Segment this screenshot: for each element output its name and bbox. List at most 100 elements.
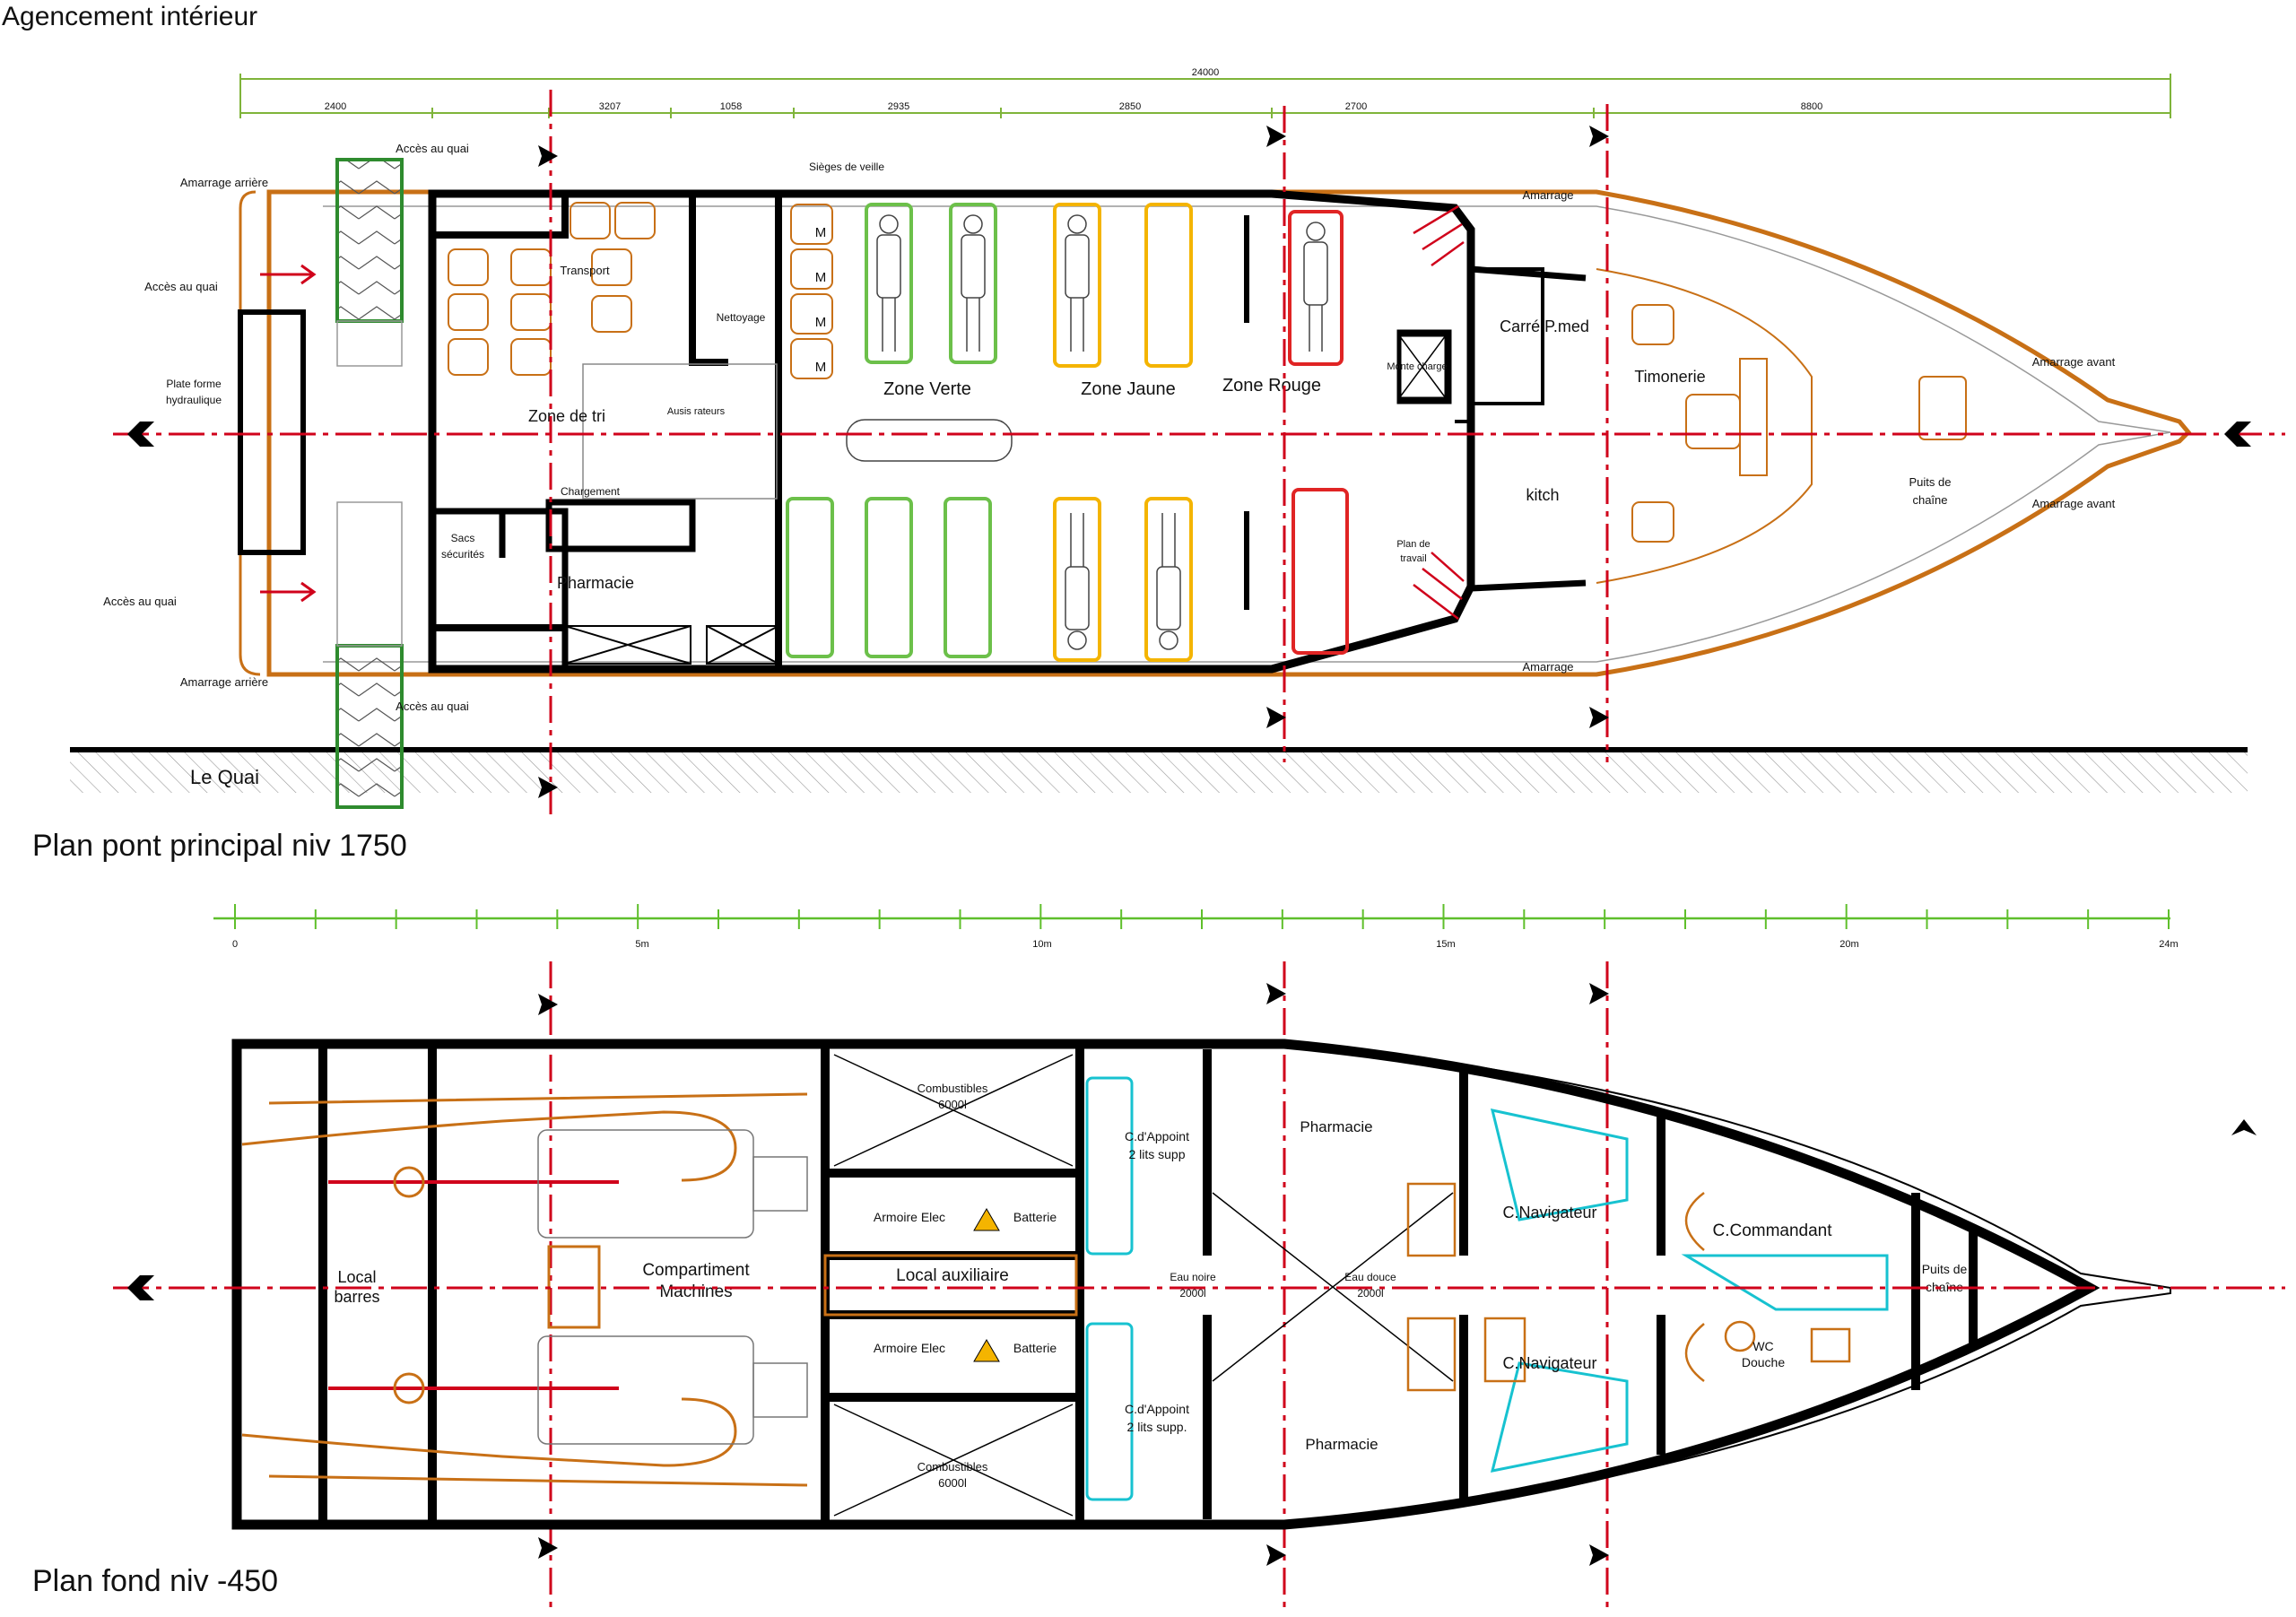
eau-noire-label-1: Eau noire (1170, 1271, 1216, 1283)
kitch-label: kitch (1526, 486, 1559, 504)
segment-dimension-3: 1058 (720, 101, 742, 112)
interior-partitions (432, 194, 1544, 669)
acces-quai-bottom-label: Accès au quai (396, 700, 469, 713)
zone-verte-stretchers (786, 203, 997, 658)
quay-access-arrows (260, 264, 317, 603)
chargement-label: Chargement (561, 485, 621, 498)
sacs-label-2: sécurités (441, 548, 484, 561)
forward-stairs (1413, 204, 1465, 620)
cabin-fixtures (1085, 1076, 1889, 1501)
main-hull-sheer-line (323, 205, 2171, 663)
bottom-centerline-arrow-left (127, 1275, 154, 1300)
puits-chaine-bottom-label-2: chaîne (1926, 1280, 1963, 1294)
eau-douce-label-1: Eau douce (1344, 1271, 1396, 1283)
puits-chaine-bottom-label-1: Puits de (1922, 1262, 1968, 1276)
zone-rouge-label: Zone Rouge (1222, 376, 1321, 396)
wc-douche-label-1: WC (1752, 1339, 1773, 1353)
overall-length-dimension: 24000 (1192, 67, 1220, 78)
propellers (393, 1166, 425, 1404)
amarrage-bottom-label: Amarrage (1522, 660, 1573, 674)
armoire-elec-bottom-label: Armoire Elec (874, 1341, 945, 1355)
segment-dimension-2: 3207 (599, 101, 621, 112)
acces-quai-left-lower-label: Accès au quai (103, 595, 177, 608)
eau-noire-label-2: 2000l (1179, 1287, 1205, 1300)
main-centerline-group (113, 422, 2285, 447)
zone-rouge-stretchers (1288, 210, 1349, 655)
plan-travail-label-1: Plan de (1396, 539, 1430, 550)
batterie-bottom-label: Batterie (1013, 1341, 1057, 1355)
zone-jaune-stretchers (1053, 203, 1193, 662)
transport-seats (448, 202, 833, 379)
page-title: Agencement intérieur (2, 2, 257, 31)
c-navigateur-bottom-label: C.Navigateur (1502, 1354, 1596, 1372)
high-voltage-warning-icon-bottom (973, 1339, 1000, 1362)
centerline-arrow-left (127, 422, 154, 447)
high-voltage-warning-icon-top (973, 1208, 1000, 1231)
marker-m-1: M (815, 225, 827, 240)
sacs-label-1: Sacs (451, 532, 475, 544)
bottom-structure-outline (231, 1039, 2100, 1530)
dimension-chain (239, 74, 2171, 118)
combustibles-bottom-label-2: 6000l (938, 1476, 967, 1490)
acces-quai-top-label: Accès au quai (396, 142, 469, 155)
segment-dimension-6: 2700 (1345, 101, 1367, 112)
acces-quai-left-upper-label: Accès au quai (144, 280, 218, 293)
pharmacie-bottom-bottom-label: Pharmacie (1305, 1436, 1378, 1453)
bottom-deck-plan: Local barres Compartiment Machines Combu… (231, 1039, 2171, 1530)
storage-boxes (564, 625, 779, 665)
amarrage-top-label: Amarrage (1522, 188, 1573, 202)
puits-chaine-main-label-1: Puits de (1909, 475, 1952, 489)
aussi-rateurs-label: Ausis rateurs (667, 406, 726, 417)
hydraulic-platform-label-1: Plate forme (166, 378, 222, 390)
transport-label: Transport (560, 264, 610, 277)
compartiment-machines-label-2: Machines (659, 1282, 732, 1301)
ramp-lane-top (336, 320, 403, 367)
zone-tri-label: Zone de tri (528, 407, 605, 425)
c-navigateur-top-label: C.Navigateur (1502, 1204, 1596, 1221)
marker-m-3: M (815, 315, 827, 330)
combustibles-top-label-1: Combustibles (918, 1082, 988, 1095)
quay-label: Le Quai (190, 766, 259, 788)
centerline-arrow-right (2224, 422, 2251, 447)
cabine-appoint-top-label-2: 2 lits supp (1128, 1147, 1185, 1161)
monte-charge-cross-b (1398, 335, 1447, 399)
propeller-shafts (328, 1180, 619, 1390)
main-plan-title: Plan pont principal niv 1750 (32, 829, 407, 863)
engine-blocks (537, 1129, 808, 1445)
cabine-appoint-bottom-label-1: C.d'Appoint (1125, 1402, 1189, 1416)
marker-m-2: M (815, 270, 827, 285)
forward-direction-arrow (2231, 1119, 2257, 1135)
batterie-top-label: Batterie (1013, 1210, 1057, 1224)
segment-dimension-4: 2935 (888, 101, 909, 112)
local-barres-label-2: barres (334, 1288, 379, 1306)
quay-hatch (70, 750, 2248, 793)
cabine-appoint-top-label-1: C.d'Appoint (1125, 1129, 1189, 1143)
sorting-zone-outline (582, 363, 778, 500)
wc-douche-label-2: Douche (1742, 1355, 1785, 1369)
cabine-appoint-bottom-label-2: 2 lits supp. (1127, 1420, 1187, 1434)
scale-bar (213, 904, 2170, 929)
amarrage-arriere-top-label: Amarrage arrière (180, 176, 268, 189)
zone-verte-label: Zone Verte (883, 379, 971, 399)
compartiment-machines-label-1: Compartiment (642, 1261, 750, 1280)
scale-label-10m: 10m (1032, 939, 1051, 950)
armoire-elec-top-label: Armoire Elec (874, 1210, 945, 1224)
eau-douce-label-2: 2000l (1357, 1287, 1383, 1300)
ramp-lane-bottom (336, 501, 403, 647)
scale-label-20m: 20m (1839, 939, 1858, 950)
timonerie-label: Timonerie (1634, 368, 1705, 386)
combustibles-bottom-label-1: Combustibles (918, 1460, 988, 1474)
hydraulic-platform-label-2: hydraulique (166, 394, 222, 406)
cabin-furniture (1406, 1182, 1851, 1392)
tank-crosses (833, 1054, 1454, 1517)
amarrage-arriere-bottom-label: Amarrage arrière (180, 675, 268, 689)
sieges-veille-label: Sièges de veille (809, 161, 884, 173)
main-deck-plan: 24000 2400 3207 1058 2935 2850 2700 8800… (70, 67, 2248, 809)
local-auxiliaire-label: Local auxiliaire (896, 1266, 1009, 1285)
local-barres-label-1: Local (337, 1268, 376, 1286)
monte-charge-box (1397, 334, 1448, 400)
puits-chaine-main-label-2: chaîne (1912, 493, 1947, 507)
c-commandant-label: C.Commandant (1712, 1221, 1832, 1240)
scale-label-5m: 5m (635, 939, 648, 950)
